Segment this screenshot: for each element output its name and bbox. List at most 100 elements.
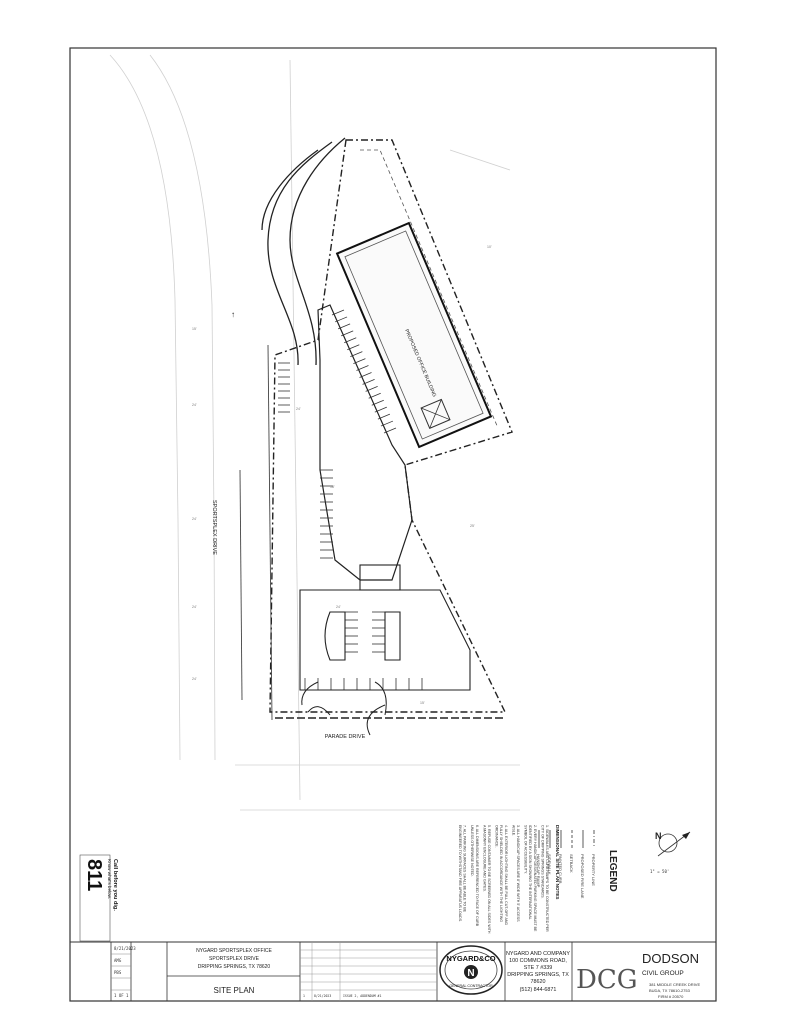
note-line: FULLY SHIELDED IN ACCORDANCE WITH THE LI…	[499, 825, 503, 922]
call-811-number: 811	[83, 859, 105, 891]
south-parking-area	[299, 564, 471, 691]
road-label-parade: PARADE DRIVE	[325, 734, 366, 740]
engineer-name-2: CIVIL GROUP	[642, 970, 684, 977]
proposed-building	[335, 221, 493, 449]
property-line	[269, 139, 513, 713]
parking-stall-line	[356, 365, 369, 371]
scale-text: 1" = 50'	[650, 869, 669, 874]
notes-items: 1. SIDEWALKS AND CURB RAMPS TO BE CONSTR…	[458, 825, 549, 934]
note-line: 1. SIDEWALKS AND CURB RAMPS TO BE CONSTR…	[545, 825, 549, 932]
seal-letter: N	[467, 968, 474, 979]
parking-stall-line	[380, 420, 394, 427]
site-plan-notes: DIMENSIONAL SITE PLAN NOTES 1. SIDEWALKS…	[458, 825, 560, 934]
note-line: 5. REFUSE CONTAINER TO BE SCREENED ON AL…	[487, 825, 491, 934]
revision-date: 8/21/2023	[314, 994, 331, 998]
note-line: 4. ALL EXTERIOR LIGHTING SHALL BE FULL C…	[504, 825, 508, 925]
seal-top: NYGARD&CO	[446, 954, 495, 963]
sheet-drawn-by: AMG	[114, 958, 122, 963]
svg-text:18': 18'	[330, 485, 335, 489]
note-line: 2. EVERY HANDICAP DESIGNATED PARKING SPA…	[533, 825, 537, 932]
engineer-address2: BUDA, TX 78610-2753	[649, 988, 691, 993]
road-label-sportsplex: SPORTSPLEX DRIVE	[211, 500, 217, 555]
svg-text:24': 24'	[336, 605, 341, 609]
legend-item-label: PROPOSED FIRE LANE	[580, 854, 585, 899]
engineer-firm: FIRM # 20570	[658, 994, 684, 999]
legend: LEGEND PROPERTY LINE PROPOSED FIRE LANE SE…	[536, 830, 618, 899]
owner-phone: (512) 844-6871	[520, 987, 557, 993]
note-line: CITY OF DRIPPING SPRINGS STANDARDS.	[540, 825, 544, 899]
parking-stall-line	[368, 392, 381, 399]
note-line: IDENTIFIED BY A SIGN SHOWING THE INTERNA…	[528, 825, 532, 920]
legend-items: PROPERTY LINE PROPOSED FIRE LANE SETBACK PA…	[536, 830, 596, 899]
note-line: 3. ALL HANDICAP SPACES ARE 8' WIDE WITH …	[516, 825, 520, 922]
svg-text:15': 15'	[420, 701, 425, 705]
engineer-name-1: DODSON	[642, 951, 699, 966]
note-line: UNLESS OTHERWISE NOTED.	[470, 825, 474, 877]
note-line: ORDINANCE.	[495, 825, 499, 848]
note-line: SYMBOL OF ACCESSIBILITY.	[524, 825, 528, 874]
curved-driveway	[261, 137, 346, 366]
call-811-logo: 811 Know what's below. Call before you d…	[79, 854, 118, 942]
svg-text:24': 24'	[296, 407, 301, 411]
legend-item-label: PAINTED CURB	[558, 854, 563, 884]
parking-stall-line	[359, 372, 372, 378]
note-line: ENGINEERED TO WITHSTAND FIRE APPARATUS L…	[458, 825, 462, 922]
note-line: A MASONRY ENCLOSURE AND GATES.	[482, 825, 486, 892]
parking-stall-line	[331, 309, 345, 316]
plan-north-arrow-label: ↑	[231, 310, 235, 319]
legend-title: LEGEND	[607, 850, 618, 892]
call-811-line2: Call before you dig.	[112, 859, 118, 911]
revision-num: 1	[303, 994, 305, 998]
legend-item-label: SIDEWALK	[547, 854, 552, 875]
owner-address2: STE 7 #339	[524, 965, 552, 971]
parking-stall-line	[362, 379, 375, 385]
owner-address1: 100 COMMONS ROAD,	[509, 958, 567, 964]
legend-item-label: SETBACK	[569, 854, 574, 873]
north-arrow-letter: N	[655, 831, 662, 841]
parking-stall-line	[334, 316, 348, 323]
parking-stalls	[278, 309, 423, 690]
project-name: NYGARD SPORTSPLEX OFFICE	[196, 948, 272, 954]
call-811-line1: Know what's below.	[107, 859, 112, 899]
note-line: 6. ALL DIMENSIONS ARE REFERENCED TO FACE…	[475, 825, 479, 927]
title-block: 8/21/2023 AMG PBS 1 OF 1 NYGARD SPORTSPL…	[110, 942, 700, 1001]
sheet-number: 1 OF 1	[114, 993, 129, 998]
owner-address4: 78620	[531, 979, 546, 985]
legend-item-label: HANDICAP RAMP	[536, 854, 541, 888]
revision-table	[300, 942, 437, 1001]
parking-stall-line	[350, 351, 363, 358]
engineer-address1: 381 MIDDLE CREEK DRIVE	[649, 982, 700, 987]
sportsplex-drive-edges	[239, 344, 273, 721]
svg-text:24': 24'	[192, 403, 197, 407]
parking-stall-line	[344, 337, 357, 344]
svg-text:25': 25'	[470, 524, 475, 528]
svg-text:24': 24'	[192, 677, 197, 681]
note-line: AISLE.	[511, 825, 515, 836]
sheet-border	[69, 47, 717, 1002]
owner-name: NYGARD AND COMPANY	[506, 951, 570, 957]
note-line: 7. ALL PARKING SURFACES SHALL BE ABLE TO…	[463, 825, 467, 913]
svg-text:24': 24'	[192, 517, 197, 521]
parking-stall-line	[341, 330, 354, 337]
revision-description: ISSUE 2, ADDENDUM #1	[343, 994, 381, 998]
parking-stall-line	[377, 413, 391, 420]
svg-text:24': 24'	[192, 605, 197, 609]
parking-stall-line	[371, 399, 384, 406]
parking-stall-line	[365, 385, 378, 392]
parking-stall-line	[347, 344, 360, 351]
sheet-checked-by: PBS	[114, 970, 122, 975]
svg-text:10': 10'	[487, 245, 492, 249]
sheet-date: 8/21/2023	[114, 946, 136, 951]
sheet-title: SITE PLAN	[214, 986, 255, 995]
notes-title: DIMENSIONAL SITE PLAN NOTES	[555, 825, 560, 899]
survey-background-lines	[109, 54, 520, 811]
north-arrow: N 1" = 50'	[650, 831, 691, 874]
legend-item-label: PROPERTY LINE	[591, 854, 596, 886]
owner-address3: DRIPPING SPRINGS, TX	[507, 972, 569, 978]
parking-stall-line	[383, 427, 397, 434]
project-city: DRIPPING SPRINGS, TX 78620	[198, 964, 271, 970]
project-street: SPORTSPLEX DRIVE	[209, 956, 260, 962]
nygard-seal: NYGARD&CO N GENERAL CONTRACTOR	[439, 945, 503, 995]
parking-lot-edge	[317, 304, 413, 581]
